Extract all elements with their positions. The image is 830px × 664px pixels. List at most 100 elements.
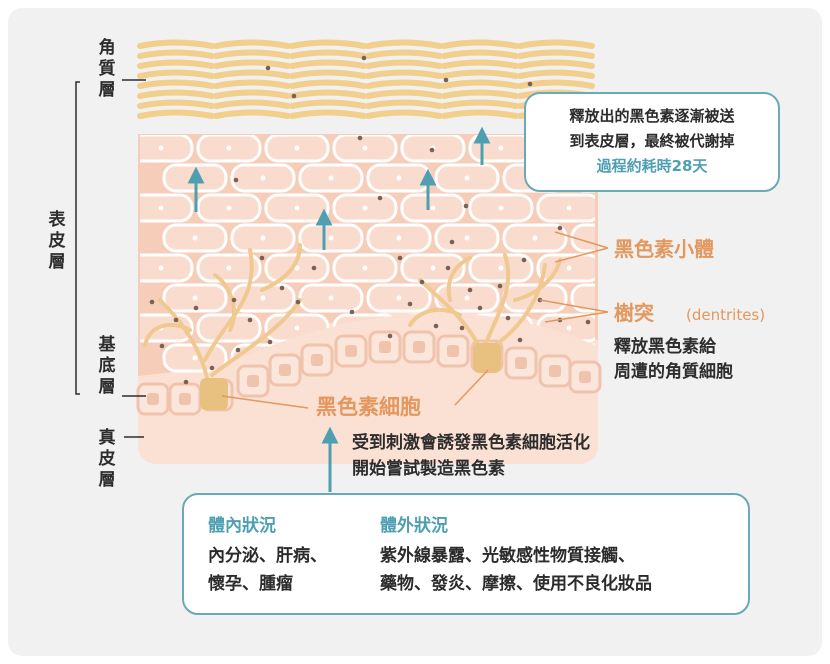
cell-nucleus	[294, 145, 300, 151]
leader-lines	[221, 231, 609, 409]
cell-nucleus	[532, 235, 538, 241]
corneum-flake	[213, 59, 291, 69]
corneum-flake	[517, 59, 595, 69]
cell-nucleus	[601, 356, 606, 361]
cell-nucleus	[328, 175, 334, 181]
note-line-3: 過程約耗時28天	[596, 157, 708, 175]
trigger-conditions-box: 體內狀況 內分泌、肝病、 懷孕、腫瘤 體外狀況 紫外線暴露、光敏感性物質接觸、 …	[182, 493, 750, 615]
cell-nucleus	[260, 235, 266, 241]
corneum-flake	[289, 49, 367, 59]
corneum-flake	[213, 79, 291, 89]
cell-nucleus	[635, 326, 640, 331]
melanin-dot	[505, 315, 511, 321]
cell-nucleus	[226, 205, 232, 211]
corneum-flake	[137, 49, 215, 59]
melanin-dot	[445, 265, 451, 271]
basal-nucleus	[179, 393, 191, 405]
melanin-dots	[149, 55, 591, 385]
cell-nucleus	[260, 175, 266, 181]
melanin-dot	[377, 195, 383, 201]
cell-nucleus	[328, 235, 334, 241]
melanin-dot	[233, 177, 239, 183]
cell-nucleus	[464, 235, 470, 241]
corneum-flake	[365, 39, 443, 49]
trigger-line-2: 開始嘗試製造黑色素	[352, 459, 505, 479]
melanin-dot	[459, 325, 465, 331]
melanin-dot	[557, 225, 563, 231]
external-conditions-title: 體外狀況	[380, 516, 448, 536]
corneum-flake	[213, 49, 291, 59]
corneum-flake	[441, 39, 519, 49]
melanin-dot	[397, 255, 403, 261]
corneum-flake	[365, 79, 443, 89]
cell-nucleus	[294, 325, 300, 331]
melanin-dot	[193, 305, 199, 311]
cell-nucleus	[498, 265, 504, 271]
cell-nucleus	[601, 236, 606, 241]
dermis-label: 真皮層	[98, 428, 116, 490]
cell-nucleus	[601, 296, 606, 301]
corneum-flake	[365, 89, 443, 99]
melanin-dot	[159, 343, 165, 349]
cell-nucleus	[566, 325, 572, 331]
melanin-dot	[361, 55, 367, 61]
melanin-dot	[259, 255, 265, 261]
stratum-corneum-layers	[137, 39, 595, 119]
corneum-flake	[137, 59, 215, 69]
melanin-dot	[173, 317, 179, 323]
keratinocyte	[570, 223, 595, 253]
melanin-dot	[311, 265, 317, 271]
internal-conditions-line-2: 懷孕、腫瘤	[208, 574, 293, 594]
melanin-dot	[429, 147, 435, 153]
melanin-dot	[463, 203, 469, 209]
cell-nucleus	[158, 205, 164, 211]
corneum-flake	[289, 109, 367, 119]
corneum-flake	[365, 109, 443, 119]
melanin-dot	[443, 77, 449, 83]
melanin-dot	[521, 257, 527, 263]
cell-nucleus	[566, 205, 572, 211]
cell-nucleus	[635, 206, 640, 211]
cell-nucleus	[362, 205, 368, 211]
internal-conditions-title: 體內狀況	[208, 516, 276, 536]
corneum-flake	[517, 49, 595, 59]
melanin-dot	[231, 297, 237, 303]
melanin-dot	[349, 309, 355, 315]
corneum-flake	[213, 89, 291, 99]
melanin-dot	[387, 333, 393, 339]
basal-nucleus	[311, 354, 323, 366]
melanin-dot	[295, 299, 301, 305]
corneum-flake	[213, 109, 291, 119]
melanin-dot	[517, 337, 523, 343]
corneum-flake	[441, 49, 519, 59]
basal-nucleus	[147, 393, 159, 405]
cell-nucleus	[635, 266, 640, 271]
cell-nucleus	[430, 265, 436, 271]
basal-nucleus	[413, 341, 425, 353]
external-conditions-line-2: 藥物、發炎、摩擦、使用不良化妝品	[380, 574, 652, 594]
trigger-line-1: 受到刺激會誘發黑色素細胞活化	[352, 433, 590, 453]
layer-ticks	[75, 79, 146, 438]
cell-nucleus	[396, 295, 402, 301]
melanin-dot	[477, 305, 483, 311]
melanosome-label: 黑色素小體	[614, 237, 714, 261]
basal-nucleus	[279, 364, 291, 376]
corneum-flake	[441, 89, 519, 99]
cell-nucleus	[396, 235, 402, 241]
basal-nucleus	[447, 345, 459, 357]
corneum-flake	[137, 99, 215, 109]
cell-nucleus	[464, 295, 470, 301]
corneum-flake	[213, 39, 291, 49]
metabolism-note-box: 釋放出的黑色素逐漸被送 到表皮層，最終被代謝掉 過程約耗時28天	[524, 92, 780, 192]
cell-nucleus	[396, 175, 402, 181]
basal-nucleus	[247, 375, 259, 387]
keratinocyte	[606, 195, 668, 221]
cell-nucleus	[464, 175, 470, 181]
melanin-dot	[449, 239, 455, 245]
epidermis-label: 表皮層	[48, 210, 66, 272]
corneum-flake	[441, 59, 519, 69]
corneum-flake	[289, 69, 367, 79]
cell-nucleus	[226, 265, 232, 271]
